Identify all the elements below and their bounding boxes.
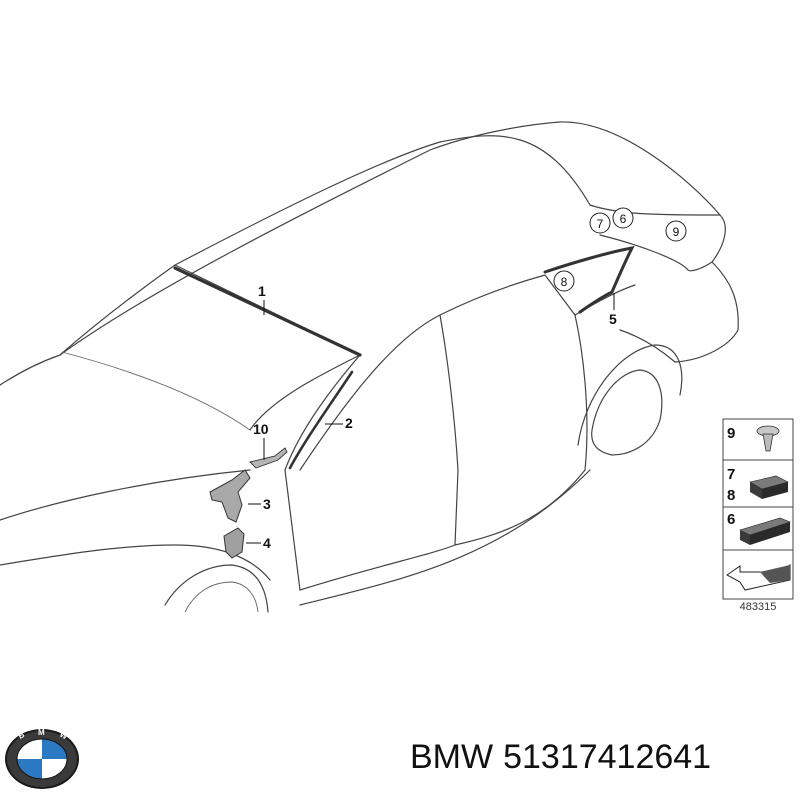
callout-label: 6: [620, 212, 627, 226]
svg-text:B: B: [17, 730, 27, 741]
push-pin-icon: [756, 425, 780, 452]
svg-text:W: W: [58, 730, 69, 742]
small-bracket-part: [249, 447, 288, 469]
bracket-part: [209, 469, 251, 523]
callout-label: 1: [258, 283, 266, 299]
part-number: 51317412641: [503, 738, 712, 776]
highlighted-parts: [173, 245, 635, 559]
foam-strip-icon: [739, 517, 791, 545]
parts-legend: 9 7 8 6 483315: [722, 418, 794, 613]
legend-num: 7: [727, 466, 735, 483]
callout-label: 7: [597, 217, 604, 231]
clip-part: [223, 527, 245, 559]
callout-label: 9: [673, 225, 680, 239]
svg-text:M: M: [38, 728, 45, 737]
callouts: 1 2 3 4 5 10: [246, 283, 617, 551]
callout-label: 3: [263, 496, 271, 512]
reference-arrow-icon: [726, 564, 791, 591]
circled-callout: [553, 270, 575, 292]
legend-num: 9: [727, 425, 735, 442]
car-outline: [0, 121, 739, 613]
legend-num: 6: [727, 511, 735, 528]
diagram-id: 483315: [740, 601, 777, 613]
rear-window-trim: [543, 245, 635, 314]
callout-label: 4: [263, 535, 271, 551]
callout-label: 2: [345, 415, 353, 431]
callout-label: 8: [561, 275, 568, 289]
circled-callout: [589, 212, 611, 234]
circled-callouts: 7 6 9 8: [553, 207, 687, 292]
circled-callout: [665, 220, 687, 242]
callout-label: 5: [609, 311, 617, 327]
a-pillar-trim: [288, 370, 354, 470]
bmw-logo: B M W: [5, 728, 79, 789]
legend-num: 8: [727, 487, 735, 504]
brand-name: BMW: [410, 738, 494, 776]
callout-label: 10: [253, 421, 269, 437]
windshield-seal: [173, 266, 362, 357]
circled-callout: [612, 207, 634, 229]
foam-pad-icon: [749, 475, 789, 499]
